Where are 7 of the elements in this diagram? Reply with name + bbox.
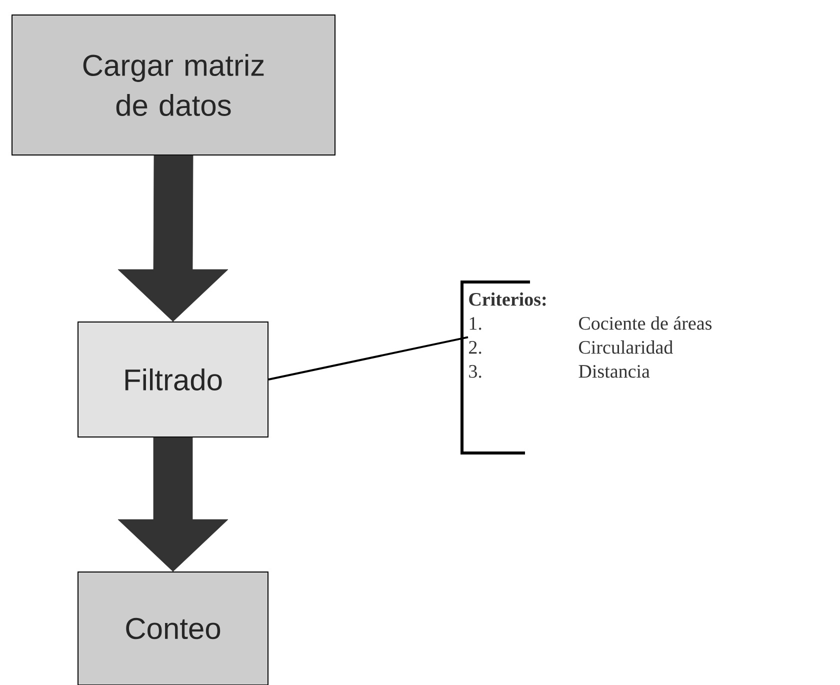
criteria-bracket: Criterios: 1. Cociente de áreas 2. Circularidad 3. Distancia	[460, 280, 712, 454]
block-arrow	[118, 437, 228, 572]
process-box: Cargar matriz de datos	[12, 14, 336, 156]
process-box: Filtrado	[78, 322, 268, 438]
connector-line	[268, 336, 468, 380]
process-box: Conteo	[78, 572, 268, 685]
block-arrow	[118, 155, 228, 322]
